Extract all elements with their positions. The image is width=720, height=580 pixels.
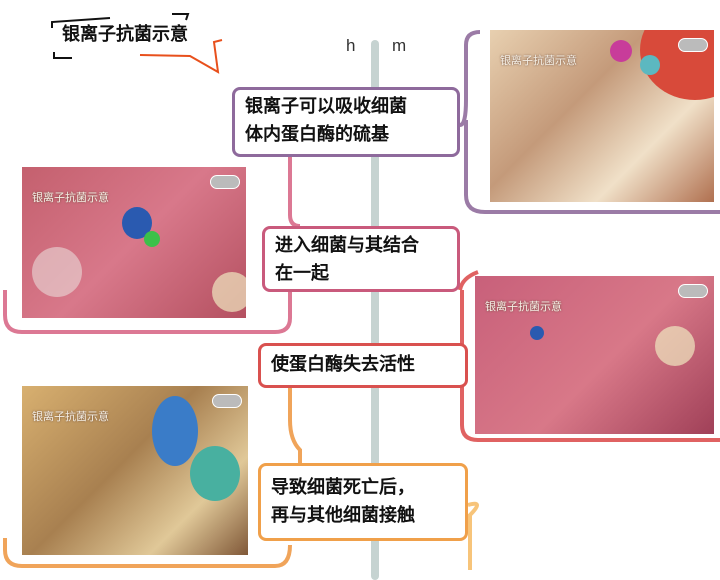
logo xyxy=(678,284,708,298)
step-1-box: 银离子可以吸收细菌 体内蛋白酶的硫基 xyxy=(232,87,460,157)
step-2-box: 进入细菌与其结合 在一起 xyxy=(262,226,460,292)
title-bracket-orange xyxy=(139,39,223,74)
purple-connector xyxy=(459,30,720,214)
logo xyxy=(212,394,242,408)
illustration-1: 银离子抗菌示意 xyxy=(490,30,714,202)
step-4-line-2: 再与其他细菌接触 xyxy=(271,505,415,526)
step-4-line-1: 导致细菌死亡后， xyxy=(271,477,415,498)
page-title: 银离子抗菌示意 xyxy=(62,24,188,45)
illustration-4: 银离子抗菌示意 xyxy=(22,386,248,555)
orange-connector-right xyxy=(467,501,479,570)
pink-connector xyxy=(3,157,301,334)
axis-label-m: m xyxy=(392,36,407,55)
step-3-line-1: 使蛋白酶失去活性 xyxy=(271,354,415,375)
step-1-line-2: 体内蛋白酶的硫基 xyxy=(245,124,389,145)
image-watermark: 银离子抗菌示意 xyxy=(500,54,577,67)
step-1-line-1: 银离子可以吸收细菌 xyxy=(245,96,407,117)
step-2-line-1: 进入细菌与其结合 xyxy=(275,235,419,256)
image-watermark: 银离子抗菌示意 xyxy=(32,410,109,423)
logo xyxy=(210,175,240,189)
title-bracket-black xyxy=(51,13,190,59)
step-3-box: 使蛋白酶失去活性 xyxy=(258,343,468,388)
red-connector xyxy=(458,270,720,442)
illustration-2: 银离子抗菌示意 xyxy=(22,167,246,318)
image-watermark: 银离子抗菌示意 xyxy=(32,191,109,204)
step-4-box: 导致细菌死亡后， 再与其他细菌接触 xyxy=(258,463,468,541)
orange-connector xyxy=(3,388,302,568)
step-2-line-2: 在一起 xyxy=(275,263,329,284)
timeline-axis xyxy=(371,40,379,580)
illustration-3: 银离子抗菌示意 xyxy=(475,276,714,434)
axis-label-h: h xyxy=(346,36,356,55)
image-watermark: 银离子抗菌示意 xyxy=(485,300,562,313)
logo xyxy=(678,38,708,52)
